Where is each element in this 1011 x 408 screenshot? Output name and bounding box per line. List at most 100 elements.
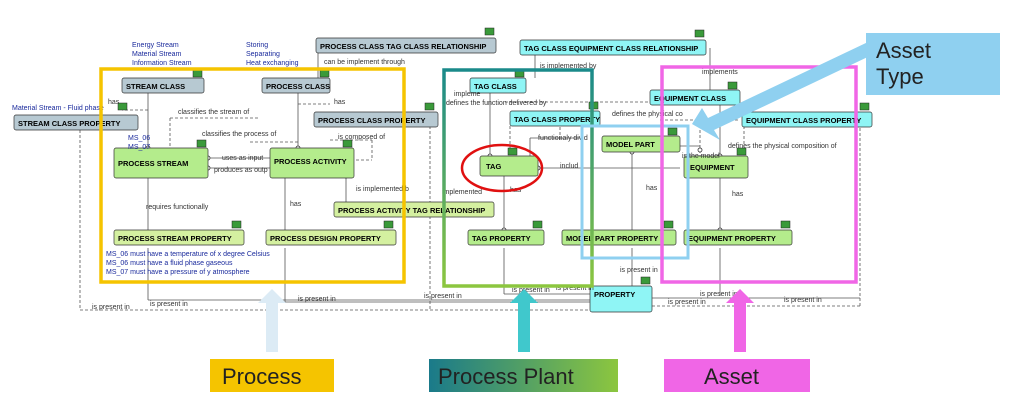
svg-text:classifies the stream of: classifies the stream of (178, 109, 249, 116)
svg-text:defines the physical compositi: defines the physical composition of (728, 143, 837, 150)
process-frame (99, 67, 406, 284)
svg-text:is present in: is present in (512, 287, 550, 294)
asset-arrow (726, 289, 754, 352)
svg-text:EQUIPMENT CLASS: EQUIPMENT CLASS (654, 94, 726, 103)
callout-asset-type: Asset Type (866, 33, 1000, 95)
process-plant-arrow (510, 289, 538, 352)
svg-text:is present in: is present in (150, 301, 188, 308)
entity-equipment[interactable]: EQUIPMENT (683, 155, 749, 179)
svg-text:Asset: Asset (876, 38, 931, 63)
svg-text:has: has (290, 201, 302, 208)
svg-text:has: has (646, 185, 658, 192)
svg-text:Process Plant: Process Plant (438, 364, 574, 389)
svg-text:is present in: is present in (668, 299, 706, 306)
svg-text:PROCESS CLASS TAG CLASS RELAT: PROCESS CLASS TAG CLASS RELATIONSHIP (320, 42, 486, 51)
entity-icons (117, 27, 870, 285)
annotation-notes: Energy Stream Material Stream Informatio… (12, 42, 299, 276)
svg-text:PROCESS STREAM PROPERTY: PROCESS STREAM PROPERTY (118, 234, 232, 243)
entity-model-part[interactable]: MODEL PART (601, 135, 681, 153)
svg-text:implements: implements (702, 69, 738, 76)
entity-stream-class-property[interactable]: STREAM CLASS PROPERTY (13, 114, 139, 131)
svg-text:Heat exchanging: Heat exchanging (246, 60, 299, 67)
svg-text:TAG CLASS EQUIPMENT CLASS RELA: TAG CLASS EQUIPMENT CLASS RELATIONSHIP (524, 44, 698, 53)
svg-text:EQUIPMENT: EQUIPMENT (690, 163, 735, 172)
svg-text:Type: Type (876, 64, 924, 89)
callout-asset: Asset (664, 359, 810, 392)
svg-text:MS_07 must have a pressure of: MS_07 must have a pressure of y atmosphe… (106, 269, 250, 276)
svg-text:TAG PROPERTY: TAG PROPERTY (472, 234, 531, 243)
process-arrow (258, 289, 286, 352)
svg-text:implemented: implemented (442, 189, 482, 196)
entity-process-stream-property[interactable]: PROCESS STREAM PROPERTY (113, 229, 245, 246)
svg-text:uses as input: uses as input (222, 155, 263, 162)
callout-process-plant: Process Plant (429, 359, 618, 392)
svg-text:MODEL PART: MODEL PART (606, 140, 655, 149)
entity-tag-property[interactable]: TAG PROPERTY (467, 229, 545, 246)
tag-highlight-ellipse (460, 143, 544, 193)
entity-equipment-class[interactable]: EQUIPMENT CLASS (649, 89, 741, 106)
svg-text:MS_06 must have a fluid phase: MS_06 must have a fluid phase gaseous (106, 260, 233, 267)
svg-text:is present in: is present in (556, 285, 594, 292)
svg-text:is present in: is present in (784, 297, 822, 304)
entity-process-activity-tag-relationship[interactable]: PROCESS ACTIVITY TAG RELATIONSHIP (333, 201, 495, 218)
svg-text:is implemented b: is implemented b (356, 186, 409, 193)
svg-text:Energy Stream: Energy Stream (132, 42, 179, 49)
entity-process-class-property[interactable]: PROCESS CLASS PROPERTY (313, 111, 439, 128)
svg-text:Material Stream: Material Stream (132, 51, 182, 58)
svg-text:PROCESS CLASS: PROCESS CLASS (266, 82, 330, 91)
svg-text:PROCESS DESIGN PROPERTY: PROCESS DESIGN PROPERTY (270, 234, 381, 243)
svg-text:defines the function delivered: defines the function delivered by (446, 100, 547, 107)
entity-tag-class-equipment-class-relationship[interactable]: TAG CLASS EQUIPMENT CLASS RELATIONSHIP (519, 39, 707, 56)
entity-process-class-tag-class-relationship[interactable]: PROCESS CLASS TAG CLASS RELATIONSHIP (315, 37, 497, 54)
svg-text:includ: includ (560, 163, 578, 170)
svg-text:PROCESS CLASS PROPERTY: PROCESS CLASS PROPERTY (318, 116, 426, 125)
asset-frame (660, 65, 858, 284)
svg-text:has: has (334, 99, 346, 106)
svg-text:has: has (732, 191, 744, 198)
entity-process-activity[interactable]: PROCESS ACTIVITY (269, 147, 355, 179)
svg-text:EQUIPMENT PROPERTY: EQUIPMENT PROPERTY (688, 234, 776, 243)
entity-process-design-property[interactable]: PROCESS DESIGN PROPERTY (265, 229, 397, 246)
svg-text:is the model: is the model (682, 153, 720, 160)
entity-model-part-property[interactable]: MODEL PART PROPERTY (561, 229, 677, 246)
svg-text:impleme: impleme (454, 91, 481, 98)
svg-text:is composed of: is composed of (338, 134, 385, 141)
svg-text:defines the physical co: defines the physical co (612, 111, 683, 118)
svg-text:PROCESS STREAM: PROCESS STREAM (118, 159, 188, 168)
svg-text:EQUIPMENT CLASS PROPERTY: EQUIPMENT CLASS PROPERTY (746, 116, 861, 125)
entity-equipment-class-property[interactable]: EQUIPMENT CLASS PROPERTY (741, 111, 873, 128)
callout-process: Process (210, 359, 334, 392)
svg-text:is present in: is present in (700, 291, 738, 298)
entity-process-stream[interactable]: PROCESS STREAM (113, 147, 209, 179)
svg-text:STREAM CLASS: STREAM CLASS (126, 82, 185, 91)
svg-text:has: has (108, 99, 120, 106)
entity-tag-class-property[interactable]: TAG CLASS PROPERTY (509, 110, 601, 127)
svg-text:Separating: Separating (246, 51, 280, 58)
entity-stream-class[interactable]: STREAM CLASS (121, 77, 205, 94)
svg-text:Asset: Asset (704, 364, 759, 389)
svg-text:is present in: is present in (298, 296, 336, 303)
svg-text:Storing: Storing (246, 42, 268, 49)
svg-text:can be implement through: can be implement through (324, 59, 405, 66)
svg-text:TAG CLASS: TAG CLASS (474, 82, 517, 91)
svg-text:TAG: TAG (486, 162, 501, 171)
asset-type-arrow (692, 42, 874, 140)
svg-text:PROPERTY: PROPERTY (594, 290, 635, 299)
svg-text:TAG CLASS PROPERTY: TAG CLASS PROPERTY (514, 115, 600, 124)
entity-property[interactable]: PROPERTY (589, 285, 653, 313)
svg-text:PROCESS ACTIVITY: PROCESS ACTIVITY (274, 157, 347, 166)
entity-tag[interactable]: TAG (479, 155, 539, 177)
svg-text:Information Stream: Information Stream (132, 60, 192, 67)
svg-text:requires functionally: requires functionally (146, 204, 209, 211)
svg-text:is present in: is present in (620, 267, 658, 274)
entity-equipment-property[interactable]: EQUIPMENT PROPERTY (683, 229, 793, 246)
entity-process-class[interactable]: PROCESS CLASS (261, 77, 331, 94)
asset-type-frame (580, 124, 690, 260)
svg-text:is present in: is present in (424, 293, 462, 300)
svg-text:MS_06: MS_06 (128, 135, 150, 142)
svg-text:Material Stream - Fluid phase: Material Stream - Fluid phase (12, 105, 104, 112)
svg-text:STREAM CLASS PROPERTY: STREAM CLASS PROPERTY (18, 119, 121, 128)
entity-tag-class[interactable]: TAG CLASS (469, 77, 527, 94)
svg-text:MODEL PART PROPERTY: MODEL PART PROPERTY (566, 234, 658, 243)
